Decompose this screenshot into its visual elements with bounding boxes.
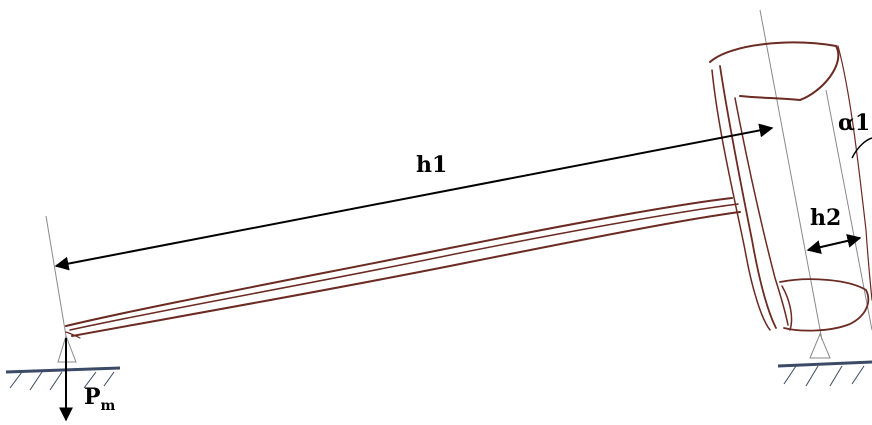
left-support — [5, 334, 121, 391]
h1-label: h1 — [416, 152, 447, 178]
right-support — [777, 332, 872, 387]
pm-label-sub: m — [101, 398, 116, 414]
alpha1-angle-arc — [851, 137, 872, 159]
hammer-head — [709, 41, 872, 332]
h1-dimension-arrow — [54, 123, 774, 271]
pm-label: Pm — [84, 384, 116, 414]
guide-line-left — [45, 215, 67, 337]
pm-label-main: P — [84, 384, 101, 410]
hammer-handle — [65, 197, 741, 339]
alpha1-label: α1 — [838, 110, 870, 136]
guide-line-head-left — [759, 9, 823, 341]
h2-label: h2 — [810, 205, 841, 231]
h2-dimension-arrow — [806, 234, 862, 254]
